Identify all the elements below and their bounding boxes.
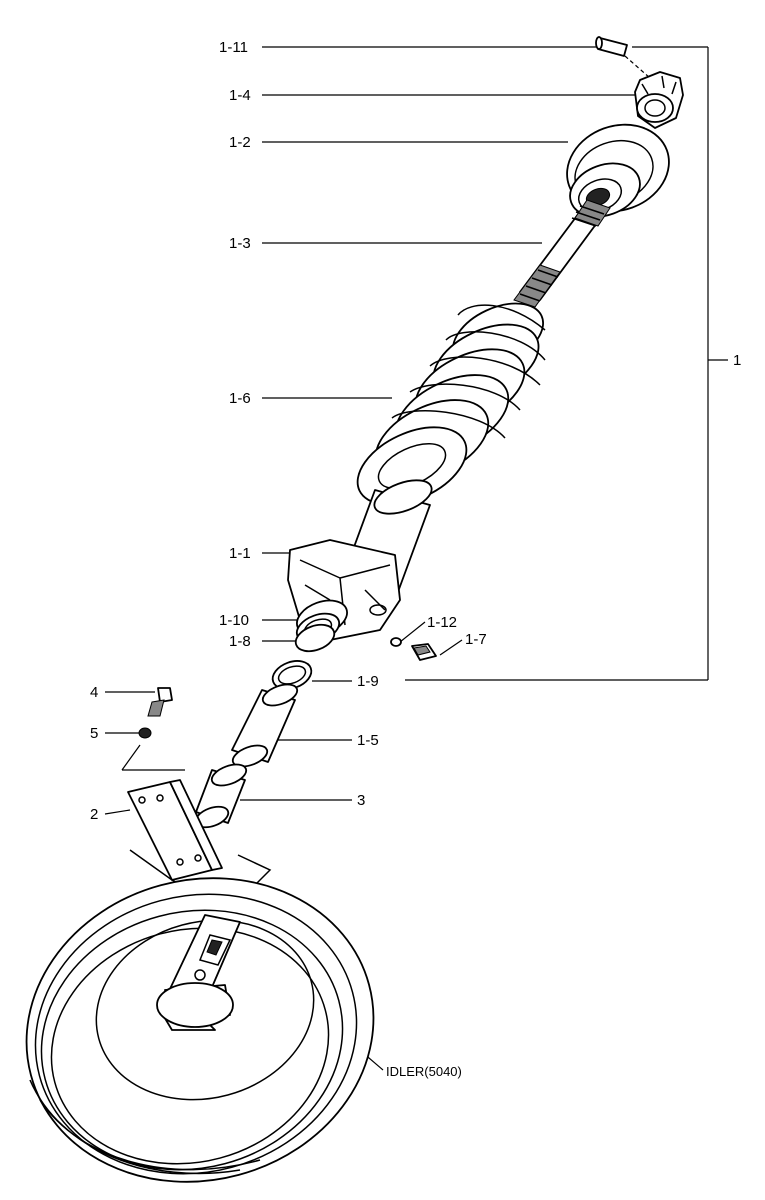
label-1-11: 1-11 — [219, 39, 248, 56]
part-1-7-nipple — [411, 643, 437, 661]
assembly-1-bracket — [405, 46, 728, 681]
label-1-9: 1-9 — [357, 673, 379, 690]
part-3-bushing — [194, 763, 248, 829]
label-1-3: 1-3 — [229, 235, 251, 252]
part-1-12-oring — [390, 637, 402, 647]
label-1-12: 1-12 — [427, 614, 457, 631]
label-1: 1 — [733, 352, 741, 369]
part-1-8-ring — [294, 623, 336, 653]
label-5: 5 — [90, 725, 98, 742]
label-1-4: 1-4 — [229, 87, 251, 104]
part-1-2-spring-seat — [566, 123, 670, 218]
label-1-7: 1-7 — [465, 631, 487, 648]
label-4: 4 — [90, 684, 98, 701]
part-5-washer — [138, 727, 152, 739]
label-idler: IDLER(5040) — [386, 1064, 462, 1079]
part-2-bracket — [127, 779, 272, 901]
label-1-10: 1-10 — [219, 612, 249, 629]
label-2: 2 — [90, 806, 98, 823]
callout-labels: 1-11 1-4 1-2 1-3 1 1-6 1-1 1-10 1-12 1-8… — [90, 39, 741, 1079]
label-1-5: 1-5 — [357, 732, 379, 749]
label-3: 3 — [357, 792, 365, 809]
part-1-6-spring — [356, 302, 546, 506]
leader-lines — [104, 46, 640, 1071]
label-1-2: 1-2 — [229, 134, 251, 151]
part-1-3-rod — [513, 199, 611, 308]
part-1-5-sleeve — [231, 683, 299, 768]
part-1-4-nut — [634, 71, 684, 129]
label-1-6: 1-6 — [229, 390, 251, 407]
label-1-8: 1-8 — [229, 633, 251, 650]
idler-yoke — [156, 914, 241, 1031]
part-1-11-pin — [595, 36, 651, 79]
part-4-bolt — [147, 687, 173, 717]
label-1-1: 1-1 — [229, 545, 251, 562]
